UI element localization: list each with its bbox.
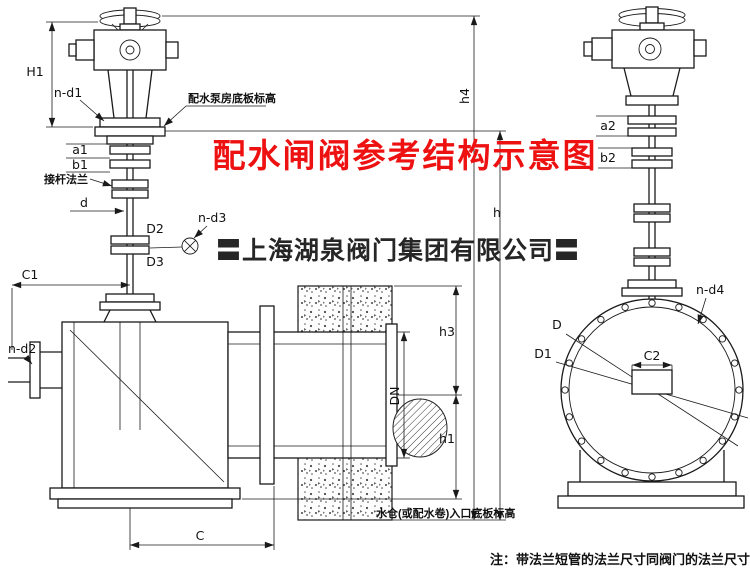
dim-label-a1: a1 xyxy=(72,142,88,157)
left-stem-flanges xyxy=(99,144,161,323)
right-dimensions xyxy=(596,115,707,371)
dim-label-C2: C2 xyxy=(644,348,661,363)
dim-label-n-d2: n-d2 xyxy=(8,341,36,356)
dim-label-d: d xyxy=(80,195,88,210)
outlet-pipe xyxy=(227,286,448,520)
left-floor-flange xyxy=(94,117,166,145)
watermark: 〓上海湖泉阀门集团有限公司〓 xyxy=(216,236,580,265)
dim-label-h4: h4 xyxy=(457,88,472,104)
dim-label-D2: D2 xyxy=(146,221,164,236)
right-valve-body xyxy=(555,298,749,509)
page-title: 配水闸阀参考结构示意图 xyxy=(213,137,598,174)
pipe-flange xyxy=(259,305,275,485)
valve-base xyxy=(49,487,241,500)
dim-label-n-d4: n-d4 xyxy=(696,282,724,297)
dim-label-h1: h1 xyxy=(439,431,455,446)
note-rod-flange: 接杆法兰 xyxy=(44,172,88,186)
left-actuator xyxy=(68,7,179,119)
valve-base xyxy=(567,481,737,497)
section-cut-hatch xyxy=(392,398,448,458)
footnote: 注：带法兰短管的法兰尺寸同阀门的法兰尺寸 xyxy=(490,552,750,567)
side-inlet-flange xyxy=(29,341,41,399)
labels: H1 n-d1 配水泵房底板标高 a1 b1 接杆法兰 d D2 D3 n-d3… xyxy=(8,64,724,543)
dim-label-b1: b1 xyxy=(72,157,88,172)
note-inlet-floor: 水仓(或配水卷)入口底板标高 xyxy=(376,506,515,520)
dim-label-D1: D1 xyxy=(534,346,552,361)
dim-label-H1: H1 xyxy=(26,64,43,79)
dim-label-C1: C1 xyxy=(22,267,39,282)
left-valve-body xyxy=(8,321,241,509)
dim-label-h3: h3 xyxy=(439,324,455,339)
motor xyxy=(591,37,613,61)
dim-label-n-d3: n-d3 xyxy=(198,210,226,225)
left-dimensions xyxy=(11,21,462,550)
motor xyxy=(75,39,95,61)
rod-flange xyxy=(111,179,149,189)
dim-label-h: h xyxy=(493,205,501,220)
dim-label-D3: D3 xyxy=(146,254,164,269)
right-stem-flanges xyxy=(621,105,683,300)
dim-label-DN: DN xyxy=(387,387,402,406)
pipe-end-flange xyxy=(385,323,398,467)
dim-label-n-d1: n-d1 xyxy=(54,85,82,100)
stem-boss xyxy=(631,369,673,395)
note-pump-house-floor: 配水泵房底板标高 xyxy=(188,91,276,105)
right-actuator xyxy=(583,6,707,106)
dim-label-a2: a2 xyxy=(600,118,616,133)
dim-label-D: D xyxy=(552,317,562,332)
dim-label-b2: b2 xyxy=(600,150,616,165)
dim-label-C: C xyxy=(196,528,205,543)
global-dimensions xyxy=(162,15,506,521)
